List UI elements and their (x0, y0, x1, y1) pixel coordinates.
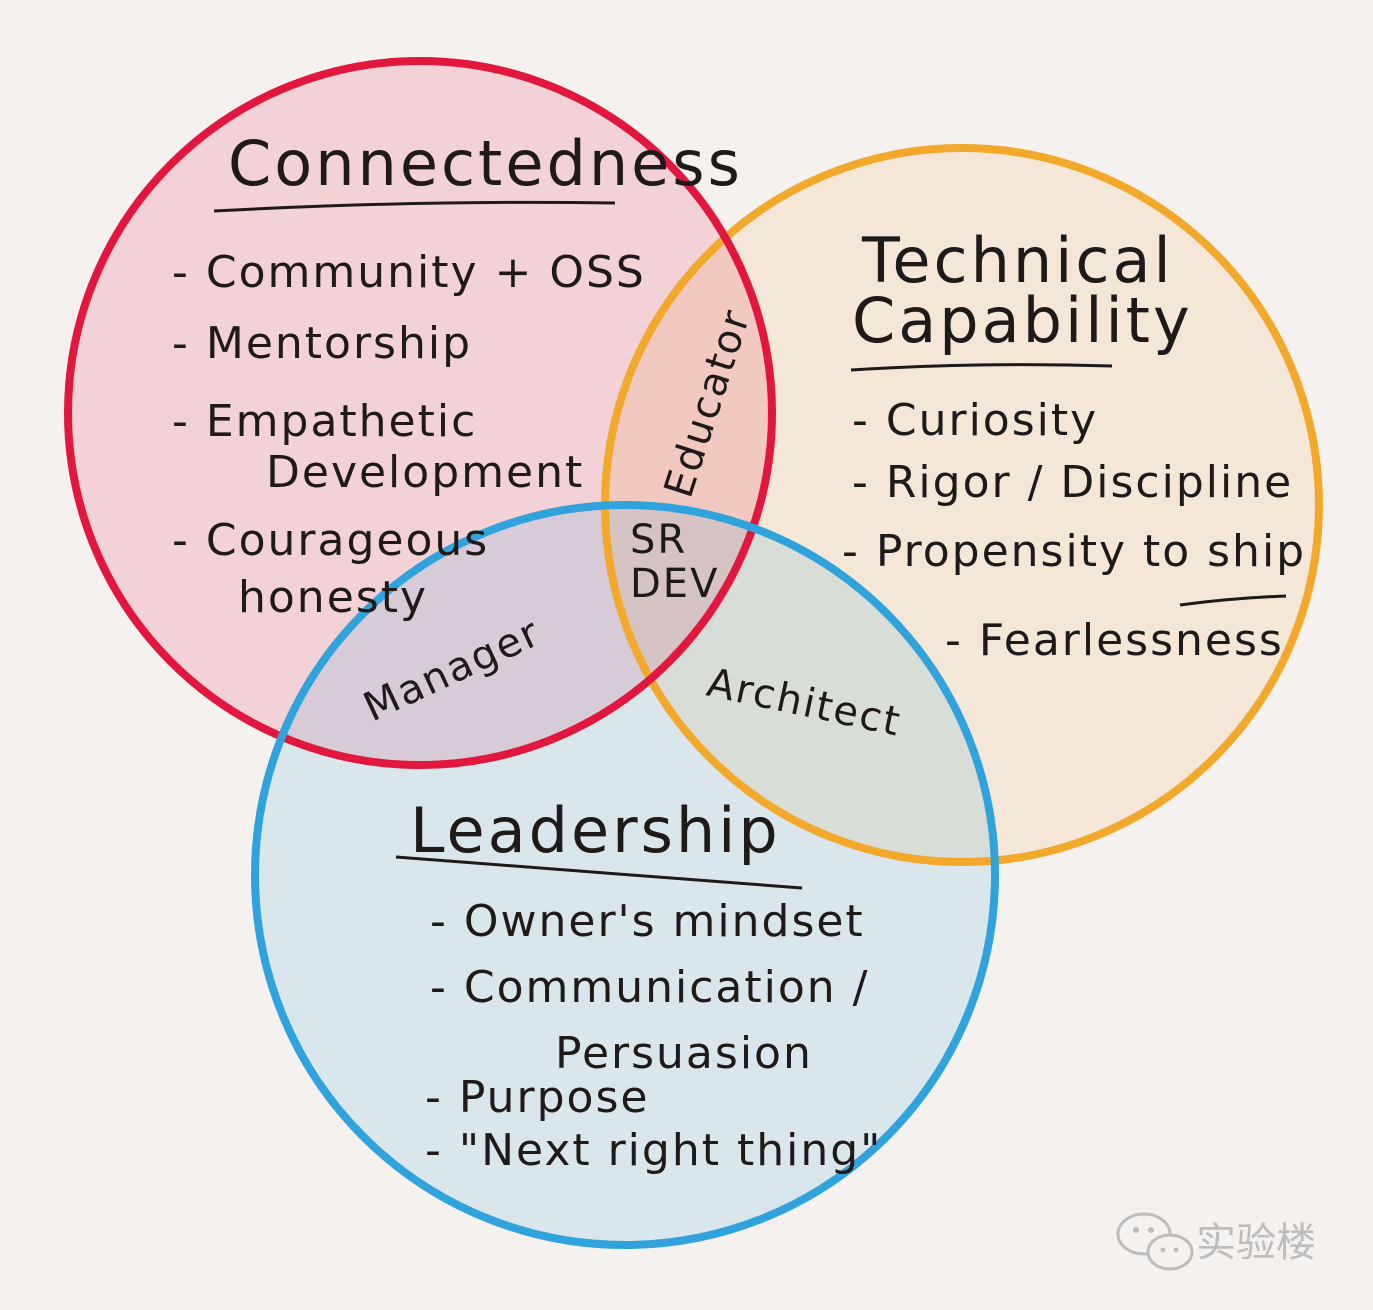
leadership-item-5: - "Next right thing" (425, 1125, 882, 1176)
leadership-item-3: Persuasion (555, 1028, 813, 1079)
ship-underline (1179, 594, 1287, 607)
technical-circle-fill (605, 148, 1319, 862)
connectedness-item-1: - Community + OSS (172, 247, 646, 298)
leadership-circle-outline (251, 501, 999, 1249)
connectedness-title: Connectedness (228, 127, 743, 200)
leadership-title-underline (395, 855, 803, 890)
connectedness-item-5: - Courageous (172, 515, 489, 566)
leadership-item-2: - Communication / (430, 962, 869, 1013)
connectedness-item-6: honesty (238, 572, 428, 623)
connectedness-item-2: - Mentorship (172, 318, 472, 369)
technical-title-underline (850, 363, 1113, 372)
leadership-title: Leadership (410, 794, 781, 867)
leadership-item-4: - Purpose (425, 1072, 649, 1123)
connectedness-title-underline (213, 200, 616, 213)
center-label-line1: SR (630, 517, 687, 563)
technical-title-line1: Technical (861, 224, 1174, 297)
technical-item-1: - Curiosity (852, 395, 1098, 446)
technical-item-3: - Propensity to ship (842, 526, 1306, 577)
technical-title-line2: Capability (852, 284, 1193, 357)
connectedness-circle-outline (64, 57, 776, 769)
wechat-icon (1116, 1212, 1194, 1271)
leadership-item-1: - Owner's mindset (430, 896, 865, 947)
watermark-text: 实验楼 (1196, 1220, 1316, 1266)
connectedness-item-3: - Empathetic (172, 396, 477, 447)
connectedness-circle-fill (68, 61, 772, 765)
connectedness-item-4: Development (266, 447, 584, 498)
center-label-line2: DEV (630, 561, 719, 607)
technical-item-2: - Rigor / Discipline (852, 457, 1293, 508)
technical-item-4: - Fearlessness (945, 615, 1284, 666)
